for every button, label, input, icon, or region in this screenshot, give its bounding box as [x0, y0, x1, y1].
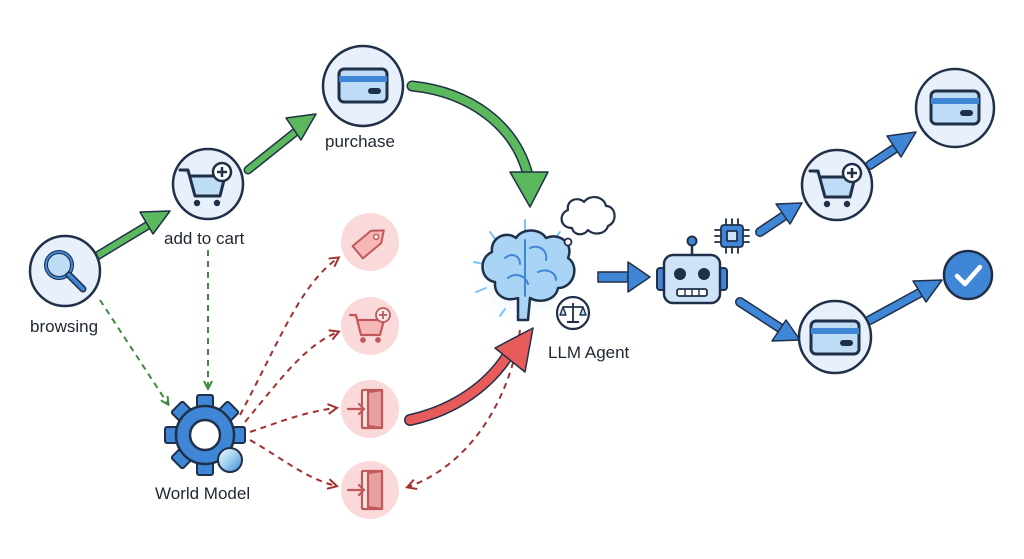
cart-plus-icon	[348, 307, 391, 343]
label-browsing: browsing	[30, 317, 99, 336]
label-purchase: purchase	[325, 132, 395, 151]
output-card-top	[914, 67, 996, 149]
candidate-exit-1	[341, 380, 399, 438]
blue-flow-arrows	[597, 131, 943, 342]
node-world-model	[164, 394, 246, 476]
sphere-icon	[217, 447, 243, 473]
output-card-bottom	[797, 299, 873, 375]
cart-plus-icon	[178, 161, 233, 207]
credit-card-icon	[809, 319, 861, 356]
chip-icon	[714, 218, 750, 254]
scales-icon	[555, 295, 591, 331]
green-dashed-arrows	[99, 250, 208, 404]
candidate-tag	[341, 213, 399, 271]
output-check	[942, 249, 994, 301]
green-flow-arrows	[92, 80, 549, 261]
tag-icon	[351, 229, 385, 260]
node-add-to-cart	[171, 147, 245, 221]
magnifier-icon	[44, 250, 87, 293]
thought-bubble-icon	[560, 196, 616, 247]
candidate-exit-2	[341, 461, 399, 519]
door-exit-icon	[346, 388, 384, 430]
node-purchase	[321, 44, 405, 128]
label-world-model: World Model	[155, 484, 251, 503]
door-exit-icon	[346, 469, 384, 511]
cart-plus-icon	[808, 162, 863, 208]
credit-card-icon	[929, 89, 981, 126]
checkmark-icon	[954, 264, 983, 287]
label-llm-agent: LLM Agent	[548, 343, 630, 362]
output-cart	[800, 148, 874, 222]
credit-card-icon	[337, 67, 389, 104]
robot-icon	[656, 235, 728, 305]
node-llm-agent	[465, 196, 616, 332]
label-add-to-cart: add to cart	[164, 229, 245, 248]
node-browsing	[28, 234, 102, 308]
red-flow-arrow	[404, 327, 534, 426]
candidate-cart	[341, 297, 399, 355]
